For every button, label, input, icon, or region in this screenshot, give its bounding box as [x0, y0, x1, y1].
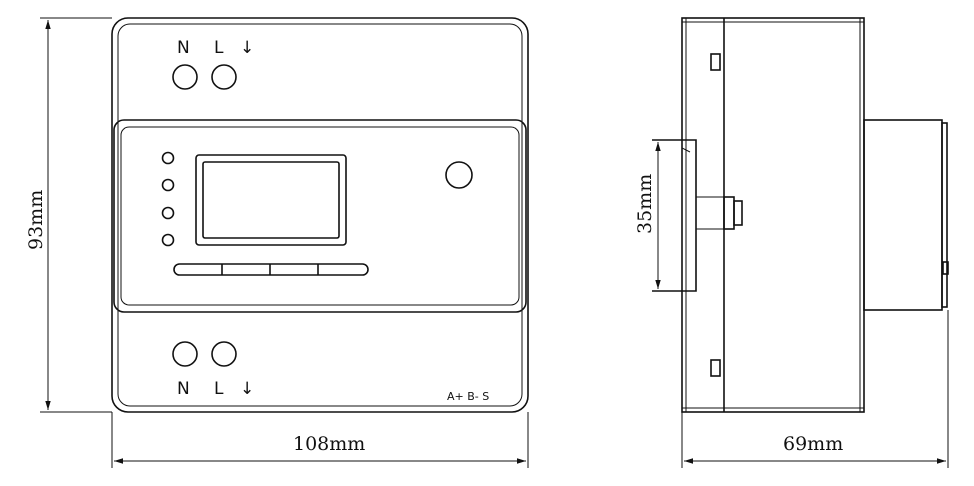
led-indicator-2	[161, 178, 175, 192]
keypad-bar	[173, 263, 369, 276]
front-view: N L ↓ N L ↓ A+ B- S	[111, 17, 529, 413]
bottom-terminal-n-label: N	[177, 379, 190, 399]
face-panel-outer	[113, 119, 527, 313]
bottom-terminal-l-screw	[211, 341, 237, 367]
top-ground-icon: ↓	[240, 38, 254, 58]
side-latch-bottom	[710, 359, 721, 377]
din-rail	[652, 139, 697, 292]
din-rail-clip-tab	[733, 200, 743, 226]
front-housing-inner-outline	[117, 23, 523, 407]
round-button	[445, 161, 473, 189]
lcd-display-outer	[195, 154, 347, 246]
rail-dimension: 35mm	[634, 142, 661, 289]
bottom-terminal-l-label: L	[214, 379, 224, 399]
side-body	[681, 17, 865, 413]
top-terminal-l-label: L	[214, 38, 224, 58]
rail-dimension-label: 35mm	[634, 174, 656, 234]
din-rail-clip	[723, 196, 735, 230]
top-terminal-n-screw	[172, 64, 198, 90]
front-housing-outline	[111, 17, 529, 413]
width-dimension: 108mm	[111, 412, 529, 468]
side-terminal-block	[863, 119, 943, 311]
lcd-display-inner	[202, 161, 340, 239]
comm-terminal-label: A+ B- S	[447, 390, 489, 403]
top-terminal-l-screw	[211, 64, 237, 90]
depth-dimension: 69mm	[681, 310, 949, 468]
height-dimension-label: 93mm	[25, 190, 47, 250]
led-indicator-3	[161, 206, 175, 220]
side-terminal-cap	[941, 122, 948, 308]
led-indicator-1	[161, 151, 175, 165]
bottom-ground-icon: ↓	[240, 379, 254, 399]
width-dimension-label: 108mm	[293, 433, 365, 455]
side-view	[652, 17, 949, 413]
face-panel-inner	[120, 126, 520, 306]
bottom-terminal-n-screw	[172, 341, 198, 367]
top-terminal-n-label: N	[177, 38, 190, 58]
side-terminal-pin	[942, 261, 949, 275]
height-dimension: 93mm	[25, 17, 112, 413]
led-indicator-4	[161, 233, 175, 247]
side-latch-top	[710, 53, 721, 71]
depth-dimension-label: 69mm	[783, 433, 843, 455]
